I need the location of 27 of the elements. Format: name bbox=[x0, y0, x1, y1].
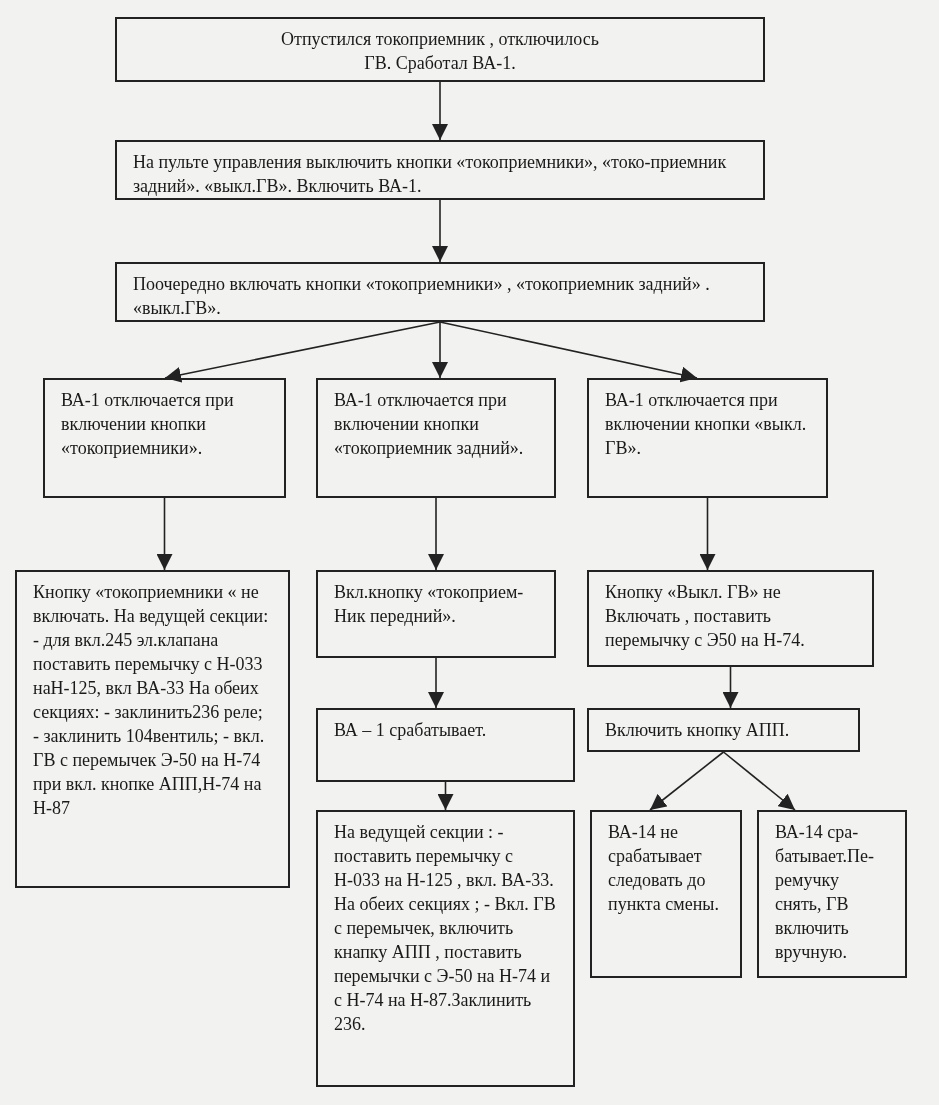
arrow bbox=[439, 321, 698, 383]
process-box: Отпустился токоприемник , отключилось ГВ. Сработал ВА-1. bbox=[115, 17, 765, 82]
process-box: На пульте управления выключить кнопки «токоприемники», «токо-приемник задний». «выкл.ГВ». Включить ВА-1. bbox=[115, 140, 765, 200]
arrow bbox=[432, 81, 448, 141]
arrow bbox=[437, 781, 454, 811]
process-box: Включить кнопку АПП. bbox=[587, 708, 860, 752]
process-box: Поочередно включать кнопки «токоприемники» , «токоприемник задний» . «выкл.ГВ». bbox=[115, 262, 765, 322]
arrow bbox=[156, 497, 173, 571]
process-box: ВА-1 отключается при включении кнопки «токоприемники». bbox=[43, 378, 286, 498]
arrow bbox=[699, 497, 716, 571]
process-box: Кнопку «токоприемники « не включать. На ведущей секции: - для вкл.245 эл.клапана поставить перемычку с Н-033 наН-125, вкл ВА-33 На обеих секциях: - заклинить236 реле; - заклинить 104вентиль; - вкл. ГВ с перемычек Э-50 на Н-74 при вкл. кнопке АПП,Н-74 на Н-87 bbox=[15, 570, 290, 888]
process-box: ВА-14 не срабатывает следовать до пункта смены. bbox=[590, 810, 742, 978]
process-box: Кнопку «Выкл. ГВ» не Включать , поставить перемычку с Э50 на Н-74. bbox=[587, 570, 874, 667]
arrow bbox=[428, 657, 444, 709]
arrow bbox=[164, 321, 441, 383]
arrow bbox=[432, 199, 448, 263]
process-box: На ведущей секции : - поставить перемычку с Н-033 на Н-125 , вкл. ВА-33. На обеих секциях ; - Вкл. ГВ с перемычек, включить кнапку АПП , поставить перемычки с Э-50 на Н-74 и с Н-74 на Н-87.Заклинить 236. bbox=[316, 810, 575, 1087]
process-box: Вкл.кнопку «токоприем-Ник передний». bbox=[316, 570, 556, 658]
arrow bbox=[432, 321, 448, 379]
process-box: ВА-1 отключается при включении кнопки «токоприемник задний». bbox=[316, 378, 556, 498]
process-box: ВА-14 сра-батывает.Пе-ремучку снять, ГВ включить вручную. bbox=[757, 810, 907, 978]
arrow bbox=[722, 751, 796, 811]
arrow bbox=[649, 751, 725, 811]
arrow bbox=[428, 497, 444, 571]
process-box: ВА-1 отключается при включении кнопки «выкл. ГВ». bbox=[587, 378, 828, 498]
process-box: ВА – 1 срабатывает. bbox=[316, 708, 575, 782]
arrow bbox=[722, 666, 739, 709]
